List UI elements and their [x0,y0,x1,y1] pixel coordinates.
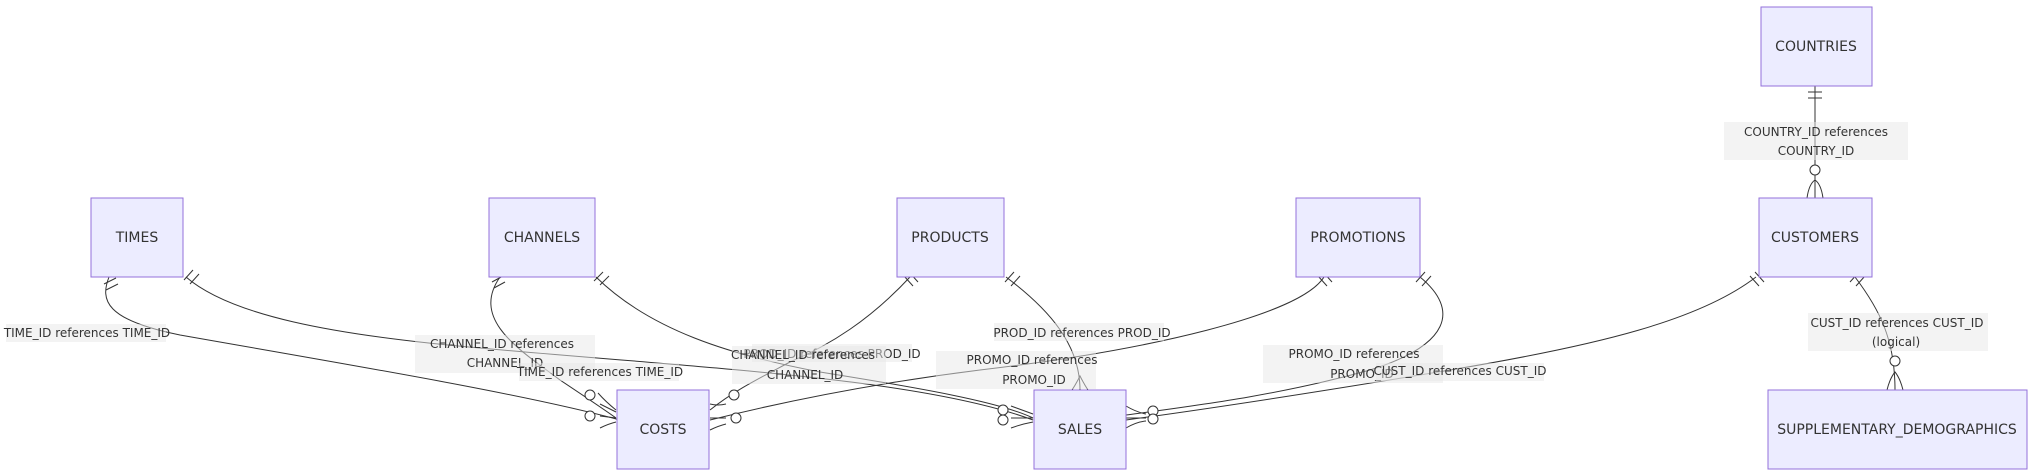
entity-label-times: TIMES [115,230,159,246]
one-marker [593,271,610,286]
entity-customers[interactable]: CUSTOMERS [1758,197,1873,278]
label-countries-customers-line-2: COUNTRY_ID [1778,144,1855,158]
label-times-sales: TIME_ID references TIME_ID [516,365,683,379]
many-marker [1125,405,1159,429]
label-customers-demographics-line-1: CUST_ID references CUST_ID [1811,316,1984,330]
edge-times-costs [105,276,621,421]
entity-label-customers: CUSTOMERS [1771,230,1859,246]
edge-products-costs [709,276,911,411]
label-customers-demographics-line-2: (logical) [1872,335,1920,349]
label-times-costs: TIME_ID references TIME_ID [3,326,170,340]
entity-costs[interactable]: COSTS [616,389,710,470]
label-channels-sales-line-1: CHANNEL_ID references [731,348,875,362]
entity-label-supplementary-demographics: SUPPLEMENTARY_DEMOGRAPHICS [1777,422,2017,438]
entity-label-channels: CHANNELS [504,230,580,246]
one-marker [1808,91,1822,99]
relationship-labels: COUNTRY_ID references COUNTRY_ID TIME_ID… [3,122,1988,389]
entity-label-promotions: PROMOTIONS [1310,230,1405,246]
many-marker [997,404,1034,429]
entity-channels[interactable]: CHANNELS [488,197,596,278]
entity-times[interactable]: TIMES [90,197,184,278]
one-marker [183,269,200,285]
entity-countries[interactable]: COUNTRIES [1760,6,1873,87]
many-marker [584,389,617,411]
label-channels-costs-line-1: CHANNEL_ID references [430,337,574,351]
many-marker [709,389,742,431]
label-promotions-costs-line-2: PROMO_ID [1002,373,1066,387]
many-marker [1806,164,1824,199]
label-promotions-sales-line-1: PROMO_ID references [1289,347,1420,361]
cardinality-markers [103,91,1904,431]
one-marker [491,275,506,289]
label-customers-sales: CUST_ID references CUST_ID [1374,364,1547,378]
entity-supplementary-demographics[interactable]: SUPPLEMENTARY_DEMOGRAPHICS [1767,389,2028,470]
entity-promotions[interactable]: PROMOTIONS [1295,197,1421,278]
many-marker [1886,355,1904,391]
one-marker [1004,271,1021,287]
label-countries-customers-line-1: COUNTRY_ID references [1744,125,1888,139]
entity-label-countries: COUNTRIES [1775,39,1857,55]
label-promotions-costs-line-1: PROMO_ID references [967,353,1098,367]
entity-label-costs: COSTS [639,422,686,438]
entity-label-products: PRODUCTS [911,230,989,246]
label-products-sales: PROD_ID references PROD_ID [993,326,1170,340]
entity-products[interactable]: PRODUCTS [896,197,1005,278]
one-marker [103,277,119,291]
entity-sales[interactable]: SALES [1033,389,1127,470]
label-channels-sales-line-2: CHANNEL_ID [767,368,844,382]
entity-label-sales: SALES [1058,422,1102,438]
many-marker [584,403,617,429]
